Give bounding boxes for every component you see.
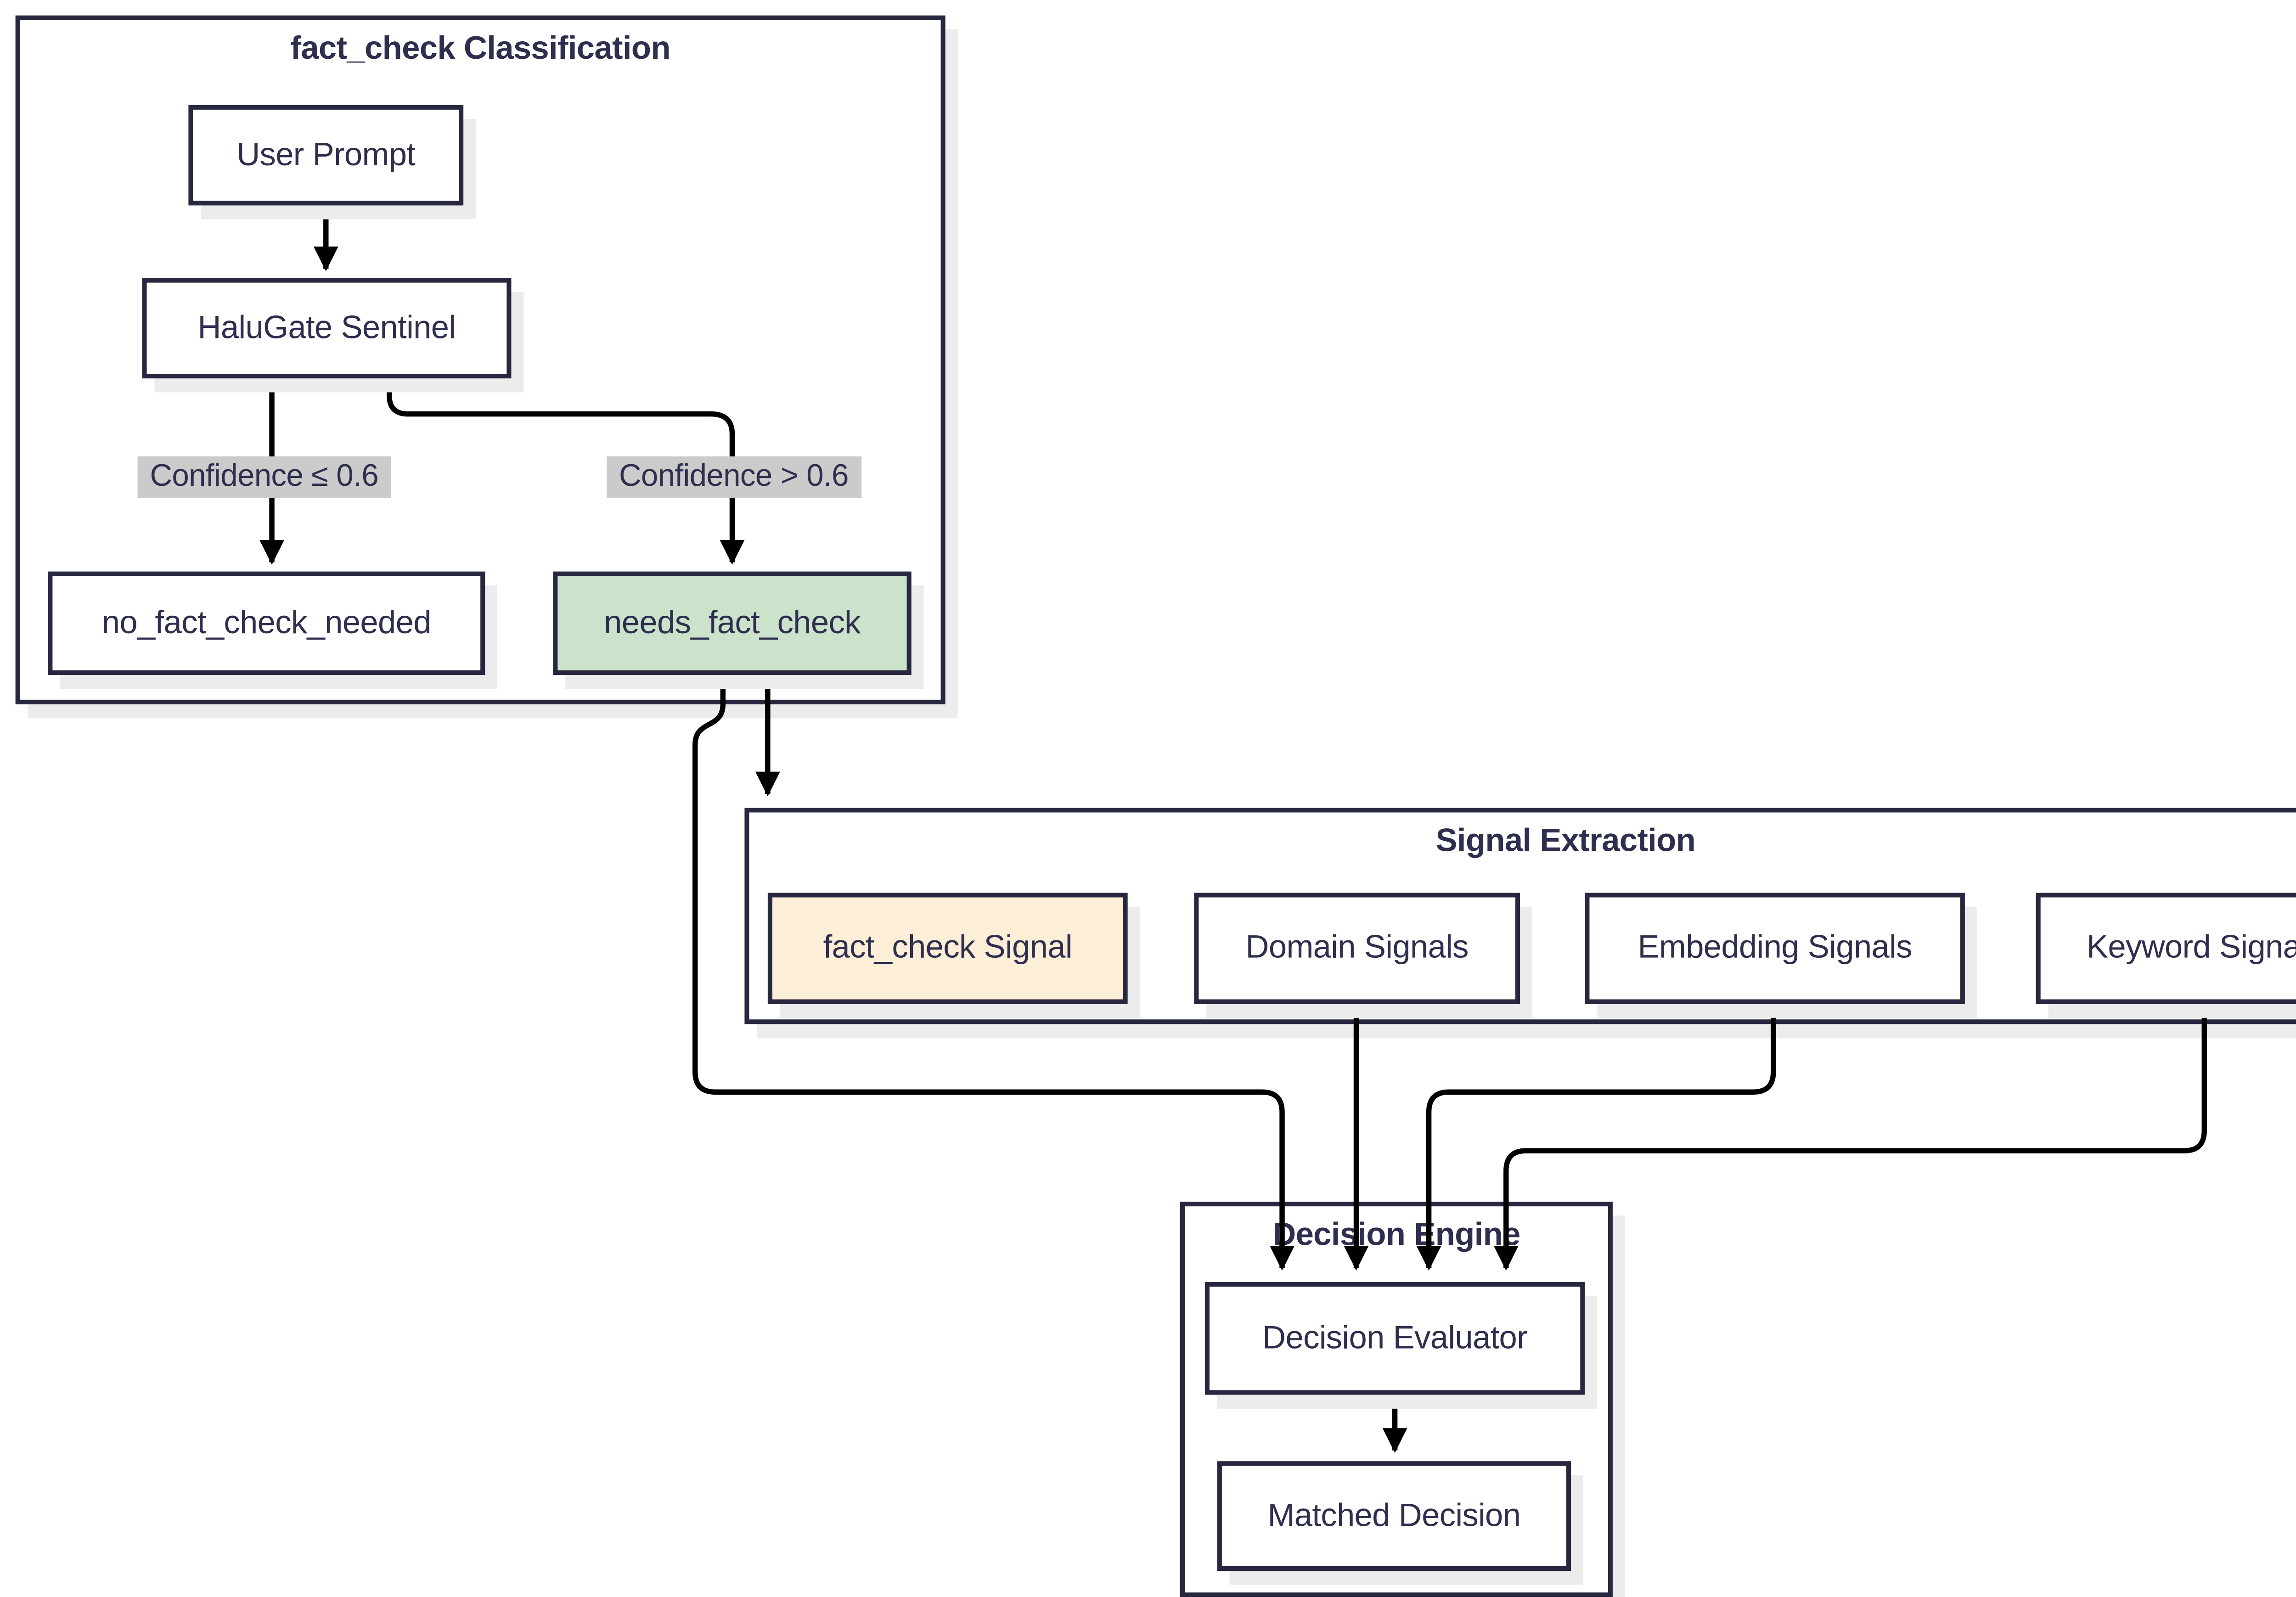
node-matched-decision-label: Matched Decision [1267, 1497, 1521, 1533]
node-decision-evaluator: Decision Evaluator [1204, 1282, 1585, 1395]
node-needs-fact-check-label: needs_fact_check [604, 604, 861, 641]
node-halugate-sentinel-label: HaluGate Sentinel [197, 309, 456, 345]
node-keyword-signals: Keyword Signals [2036, 893, 2296, 1004]
cluster-title-signal-extraction: Signal Extraction [1435, 823, 1696, 859]
node-embedding-signals: Embedding Signals [1585, 893, 1965, 1004]
node-no-fact-check-needed: no_fact_check_needed [48, 571, 485, 675]
edge-label-confidence-gt: Confidence > 0.6 [607, 456, 861, 498]
node-needs-fact-check: needs_fact_check [553, 571, 912, 675]
node-user-prompt: User Prompt [188, 105, 464, 206]
node-fact-check-signal-label: fact_check Signal [823, 930, 1073, 966]
cluster-title-decision-engine: Decision Engine [1272, 1217, 1520, 1253]
node-domain-signals: Domain Signals [1194, 893, 1520, 1004]
node-matched-decision: Matched Decision [1217, 1461, 1571, 1571]
node-embedding-signals-label: Embedding Signals [1638, 930, 1912, 966]
edge-embedding-signals-to-decision-evaluator [1416, 1004, 1776, 1271]
edge-halugate-to-needs-fact-check [386, 378, 745, 565]
node-decision-evaluator-label: Decision Evaluator [1262, 1320, 1528, 1355]
node-keyword-signals-label: Keyword Signals [2086, 930, 2296, 966]
edge-keyword-signals-to-decision-evaluator [1493, 1004, 2207, 1271]
node-no-fact-check-needed-label: no_fact_check_needed [101, 604, 432, 641]
node-halugate-sentinel: HaluGate Sentinel [142, 278, 512, 379]
cluster-title-fact-check-classification: fact_check Classification [290, 31, 670, 67]
node-user-prompt-label: User Prompt [236, 136, 416, 173]
node-domain-signals-label: Domain Signals [1245, 930, 1469, 966]
node-fact-check-signal: fact_check Signal [767, 893, 1128, 1004]
edge-needs-fact-check-to-decision-evaluator [692, 675, 1294, 1271]
edge-label-confidence-lte: Confidence ≤ 0.6 [137, 456, 391, 498]
